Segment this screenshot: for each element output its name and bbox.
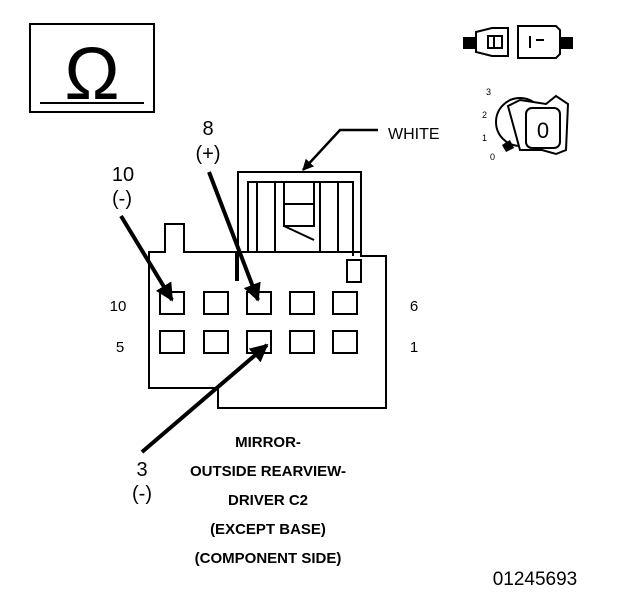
arrow-pin10 xyxy=(119,214,174,302)
caption-line-4: (EXCEPT BASE) xyxy=(210,521,326,538)
cavity-2 xyxy=(289,330,315,354)
caption-line-2: OUTSIDE REARVIEW- xyxy=(190,463,346,480)
pin-cavities xyxy=(159,291,358,354)
cavity-6 xyxy=(332,291,358,315)
cavity-5 xyxy=(159,330,185,354)
callout-arrows xyxy=(119,128,378,454)
arrow-white-wire xyxy=(302,128,378,171)
ohm-symbol: Ω xyxy=(64,32,119,115)
pin10-number: 10 xyxy=(112,164,134,186)
row-label-5: 5 xyxy=(116,339,124,356)
pin10-sign: (-) xyxy=(112,188,132,210)
arrow-pin3 xyxy=(140,343,269,454)
key-position-1: 1 xyxy=(482,133,487,143)
cavity-7 xyxy=(289,291,315,315)
cavity-1 xyxy=(332,330,358,354)
cavity-8 xyxy=(246,291,272,315)
key-position-label: 0 xyxy=(537,118,549,143)
ignition-key-icon: 0 3 2 1 0 xyxy=(482,87,570,162)
pin3-sign: (-) xyxy=(132,483,152,505)
caption-line-3: DRIVER C2 xyxy=(228,492,308,509)
key-position-0: 0 xyxy=(490,152,495,162)
pin8-number: 8 xyxy=(202,118,213,140)
ohmmeter-icon: Ω xyxy=(29,23,155,115)
pin3-number: 3 xyxy=(136,459,147,481)
pin8-sign: (+) xyxy=(196,143,221,165)
connector-pictogram-icon xyxy=(463,25,573,59)
connector-body xyxy=(148,171,387,409)
arrow-pin8 xyxy=(207,171,261,302)
caption-line-5: (COMPONENT SIDE) xyxy=(195,550,342,567)
key-position-2: 2 xyxy=(482,110,487,120)
figure-id: 01245693 xyxy=(493,569,578,590)
cavity-4 xyxy=(203,330,229,354)
row-label-10: 10 xyxy=(110,298,127,315)
key-position-3: 3 xyxy=(486,87,491,97)
connector-caption: MIRROR- OUTSIDE REARVIEW- DRIVER C2 (EXC… xyxy=(190,434,346,567)
wire-color-label: WHITE xyxy=(388,126,440,143)
row-label-1: 1 xyxy=(410,339,418,356)
cavity-10 xyxy=(159,291,185,315)
cavity-9 xyxy=(203,291,229,315)
row-label-6: 6 xyxy=(410,298,418,315)
caption-line-1: MIRROR- xyxy=(235,434,301,451)
